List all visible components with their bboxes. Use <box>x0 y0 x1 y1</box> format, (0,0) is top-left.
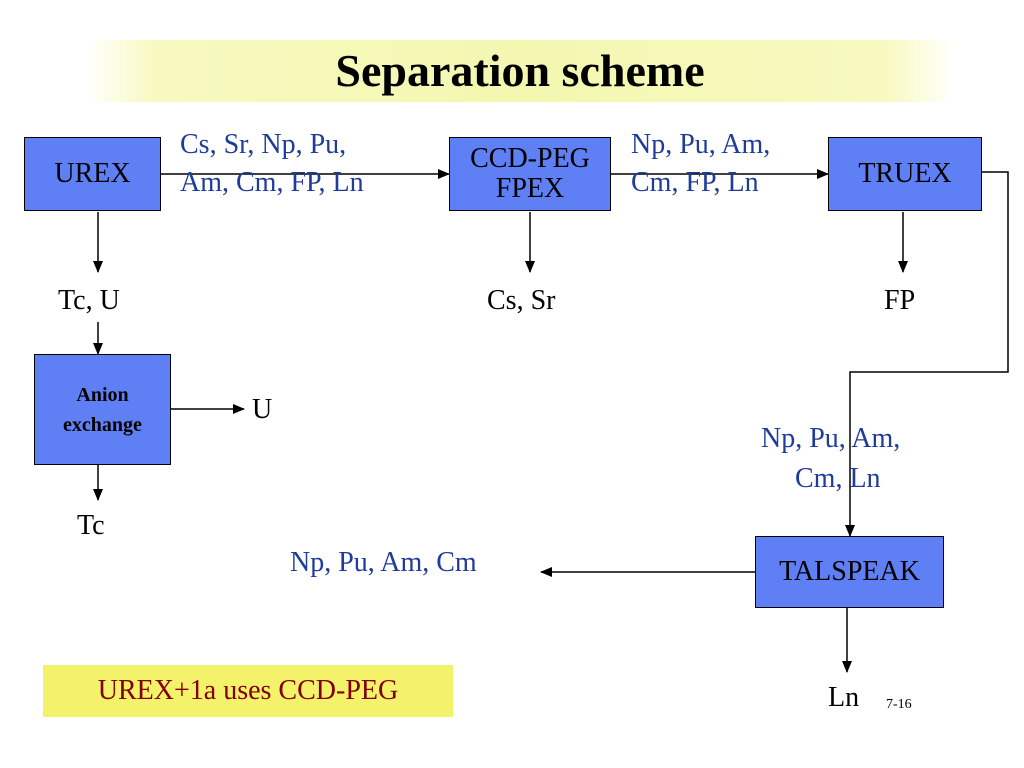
ccd-label-line2: FPEX <box>495 173 565 204</box>
page-title: Separation scheme <box>335 45 705 96</box>
flow-label-urex-ccd-line1: Cs, Sr, Np, Pu, <box>180 129 347 160</box>
flow-label-truex-talspeak-line2: Cm, Ln <box>795 463 881 494</box>
flow-label-urex-ccd-line2: Am, Cm, FP, Ln <box>180 167 364 198</box>
output-urex: Tc, U <box>58 285 120 316</box>
urex-box: UREX <box>24 137 161 211</box>
flow-label-ccd-truex-line2: Cm, FP, Ln <box>631 167 759 198</box>
title-band <box>85 40 955 102</box>
output-anion-down: Tc <box>77 510 105 541</box>
flow-label-ccd-truex-line1: Np, Pu, Am, <box>631 129 771 160</box>
arrow-truex-to-talspeak <box>845 171 1009 537</box>
anion-label-line2: exchange <box>63 413 142 436</box>
flow-label-truex-talspeak-line1: Np, Pu, Am, <box>761 423 901 454</box>
ccd-label-line1: CCD-PEG <box>470 143 590 174</box>
output-talspeak-down: Ln <box>828 682 860 713</box>
output-ccd: Cs, Sr <box>487 285 556 316</box>
flow-label-talspeak-out: Np, Pu, Am, Cm <box>290 547 477 578</box>
anion-exchange-box: Anion exchange <box>34 354 171 465</box>
output-anion-side: U <box>252 394 273 425</box>
page-number: 7-16 <box>886 697 912 712</box>
truex-box: TRUEX <box>828 137 982 211</box>
truex-label: TRUEX <box>858 158 952 189</box>
urex-label: UREX <box>54 158 131 189</box>
talspeak-box: TALSPEAK <box>755 536 944 608</box>
note-box: UREX+1a uses CCD-PEG <box>43 665 453 717</box>
talspeak-label: TALSPEAK <box>779 556 920 587</box>
anion-label-line1: Anion <box>76 383 129 406</box>
note-text: UREX+1a uses CCD-PEG <box>97 675 399 706</box>
output-truex: FP <box>884 285 916 316</box>
ccd-peg-fpex-box: CCD-PEG FPEX <box>449 137 611 211</box>
